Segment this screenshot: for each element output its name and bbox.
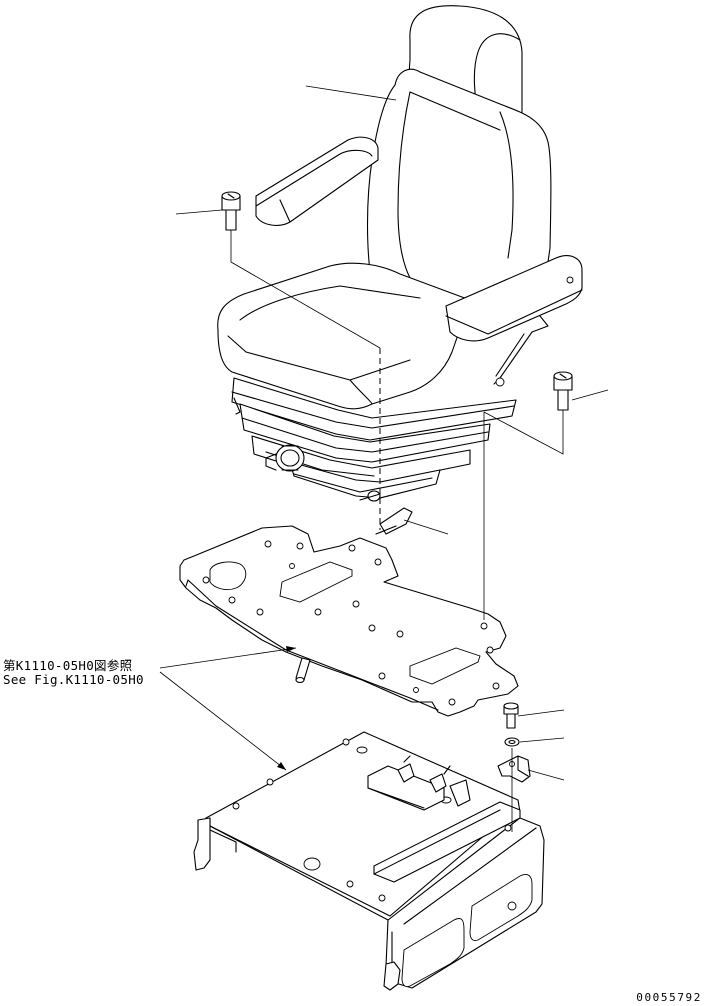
- bolt-upper-left: [221, 191, 241, 231]
- operator-seat: [217, 5, 583, 502]
- leader-mounting-bracket: [527, 769, 565, 781]
- leader-seat: [305, 85, 397, 101]
- figure-reference-japanese: 第K1110-05H0図参照: [3, 658, 133, 673]
- leader-bolt-lower: [517, 709, 565, 717]
- leader-washer: [519, 737, 565, 743]
- bolt-upper-right: [553, 371, 573, 411]
- seat-mounting-plate: [179, 507, 519, 717]
- leader-bolt-upper-left: [175, 209, 223, 215]
- leader-bracket-under-seat: [403, 519, 449, 535]
- reference-arrowhead-frame: [277, 762, 286, 770]
- base-frame: [193, 731, 545, 991]
- bolt-lower: [503, 702, 519, 729]
- drawing-number: 00055792: [636, 991, 702, 1004]
- figure-reference-english: See Fig.K1110-05H0: [3, 672, 144, 687]
- leader-bolt-upper-right: [571, 389, 609, 401]
- reference-arrow-to-frame: [159, 671, 287, 771]
- washer: [504, 737, 520, 747]
- assembly-line-left-bolt: [230, 230, 381, 349]
- reference-arrowhead-pin: [286, 646, 296, 652]
- reference-arrow-to-pin: [159, 647, 297, 669]
- mounting-bracket: [497, 755, 531, 783]
- assembly-line-right-bolt: [483, 410, 564, 455]
